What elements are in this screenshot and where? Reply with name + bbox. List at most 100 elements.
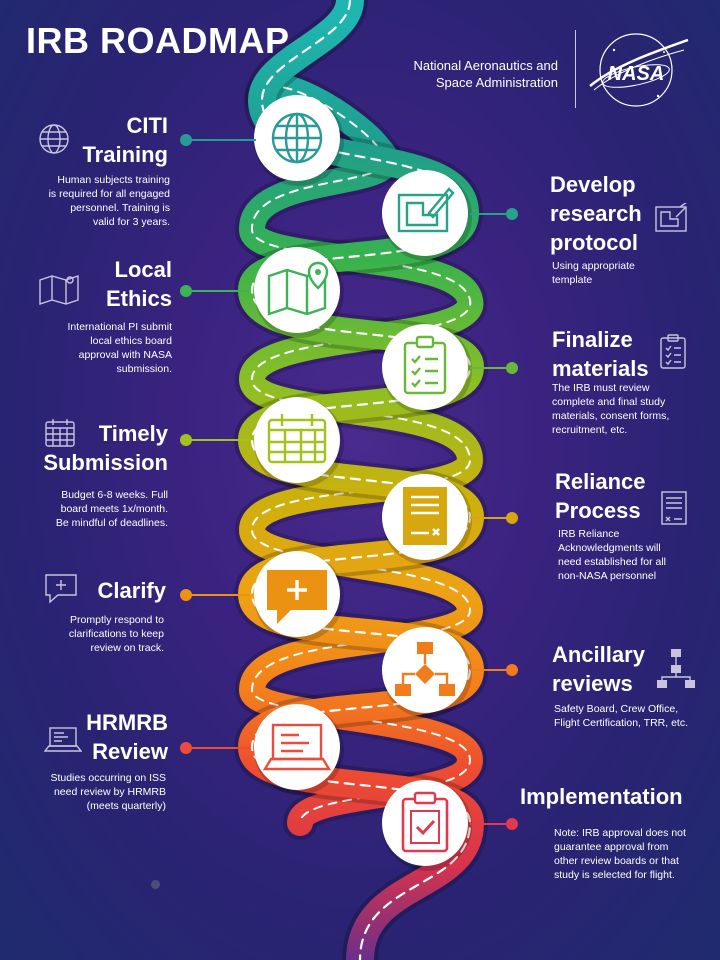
- step-hrmrb-description: Studies occurring on ISS need review by …: [10, 771, 166, 813]
- step-finalize-title: Finalize materials: [552, 325, 667, 383]
- step-reliance-description: IRB Reliance Acknowledgments will need e…: [558, 527, 716, 583]
- desc-line: IRB Reliance: [558, 528, 620, 540]
- connector-line: [470, 213, 510, 215]
- step-ancillary-title-line-1: Ancillary: [552, 642, 645, 667]
- map-icon: [267, 261, 329, 316]
- calendar-outline-icon: [45, 419, 75, 447]
- step-reliance-title-line-2: Process: [555, 498, 641, 523]
- connector-line: [470, 367, 510, 369]
- nasa-logo: NASA: [589, 33, 689, 107]
- desc-line: need established for all: [558, 556, 666, 568]
- desc-line: guarantee approval from: [554, 841, 669, 853]
- step-ethics-description: International PI submit local ethics boa…: [10, 320, 172, 376]
- blueprint-icon: [397, 187, 455, 233]
- speech-plus-icon: [267, 570, 327, 624]
- connector-line: [186, 290, 250, 292]
- map-outline-icon: [39, 275, 79, 305]
- connector-line: [186, 594, 250, 596]
- step-ethics-title: Local Ethics: [60, 255, 172, 313]
- connector-line: [186, 439, 250, 441]
- step-protocol-circle: [382, 170, 472, 261]
- globe-icon: [271, 112, 323, 164]
- step-hrmrb-title-line-1: HRMRB: [86, 710, 168, 735]
- step-ancillary-title-line-2: reviews: [552, 671, 633, 696]
- agency-name-line-2: Space Administration: [435, 75, 558, 90]
- desc-line: Be mindful of deadlines.: [55, 517, 168, 529]
- step-protocol-title-line-2: research: [550, 201, 642, 226]
- connector-line: [186, 139, 256, 141]
- desc-line: non-NASA personnel: [558, 570, 657, 582]
- desc-line: materials, consent forms,: [552, 410, 670, 422]
- decorative-dot: [151, 880, 160, 889]
- calendar-icon: [267, 414, 327, 464]
- header-divider: [575, 30, 576, 108]
- flowchart-outline-icon: [657, 649, 695, 688]
- checklist-outline-icon: [660, 334, 686, 369]
- desc-line: Safety Board, Crew Office,: [554, 703, 679, 715]
- desc-line: submission.: [116, 363, 172, 375]
- desc-line: The IRB must review: [552, 382, 650, 394]
- step-citi-title-line-2: Training: [82, 142, 168, 167]
- desc-line: Using appropriate: [552, 260, 635, 272]
- connector-dot: [506, 512, 518, 524]
- step-clarify-description: Promptly respond to clarifications to ke…: [10, 613, 164, 655]
- step-ethics-title-line-1: Local: [114, 257, 172, 282]
- connector-dot: [180, 589, 192, 601]
- desc-line: board meets 1x/month.: [60, 503, 168, 515]
- desc-line: (meets quarterly): [86, 800, 166, 812]
- connector-dot: [506, 818, 518, 830]
- desc-line: International PI submit: [67, 321, 172, 333]
- flowchart-icon: [395, 642, 455, 696]
- step-reliance-title-line-1: Reliance: [555, 469, 646, 494]
- step-implementation-circle: [382, 780, 472, 871]
- connector-line: [470, 823, 510, 825]
- nasa-logo-text: NASA: [608, 63, 665, 85]
- page-title: IRB ROADMAP: [26, 20, 290, 61]
- desc-line: valid for 3 years.: [92, 216, 170, 228]
- laptop-outline-icon: [44, 727, 82, 752]
- step-timely-title-line-1: Timely: [98, 421, 168, 446]
- desc-line: personnel. Training is: [70, 202, 170, 214]
- connector-dot: [506, 362, 518, 374]
- step-timely-title-line-2: Submission: [43, 450, 168, 475]
- step-ethics-title-line-2: Ethics: [105, 286, 172, 311]
- globe-outline-icon: [39, 124, 69, 154]
- step-clarify-title: Clarify: [80, 576, 166, 605]
- step-implementation-description: Note: IRB approval does not guarantee ap…: [554, 826, 714, 882]
- step-hrmrb-title: HRMRB Review: [70, 708, 168, 766]
- step-clarify-circle: [254, 551, 344, 642]
- step-clarify-title-line-1: Clarify: [97, 578, 166, 603]
- document-outline-icon: [661, 491, 687, 525]
- desc-line: Flight Certification, TRR, etc.: [554, 717, 689, 729]
- step-protocol-title-line-3: protocol: [550, 230, 638, 255]
- step-citi-circle: [254, 95, 344, 186]
- step-ancillary-title: Ancillary reviews: [552, 640, 662, 698]
- step-implementation-title: Implementation: [520, 782, 710, 811]
- desc-line: Studies occurring on ISS: [50, 772, 166, 784]
- step-implementation-title-line-1: Implementation: [520, 784, 683, 809]
- step-timely-description: Budget 6-8 weeks. Full board meets 1x/mo…: [10, 488, 168, 530]
- step-reliance-circle: [382, 474, 472, 565]
- step-citi-title: CITI Training: [40, 111, 168, 169]
- step-ethics-circle: [254, 247, 344, 338]
- clipboard-checklist-icon: [403, 335, 447, 395]
- step-ancillary-description: Safety Board, Crew Office, Flight Certif…: [554, 702, 714, 730]
- agency-name: National Aeronautics and Space Administr…: [400, 57, 558, 91]
- connector-dot: [180, 742, 192, 754]
- connector-dot: [506, 208, 518, 220]
- connector-dot: [180, 285, 192, 297]
- desc-line: need review by HRMRB: [53, 786, 166, 798]
- connector-line: [470, 517, 510, 519]
- desc-line: study is selected for flight.: [554, 869, 675, 881]
- desc-line: Acknowledgments will: [558, 542, 661, 554]
- desc-line: template: [552, 274, 593, 286]
- connector-dot: [180, 134, 192, 146]
- desc-line: is required for all engaged: [48, 188, 170, 200]
- desc-line: review on track.: [90, 642, 164, 654]
- speech-bubble-outline-icon: [45, 574, 77, 604]
- document-sign-icon: [403, 487, 447, 545]
- step-finalize-description: The IRB must review complete and final s…: [552, 381, 712, 437]
- connector-line: [470, 669, 510, 671]
- step-protocol-description: Using appropriate template: [552, 259, 702, 287]
